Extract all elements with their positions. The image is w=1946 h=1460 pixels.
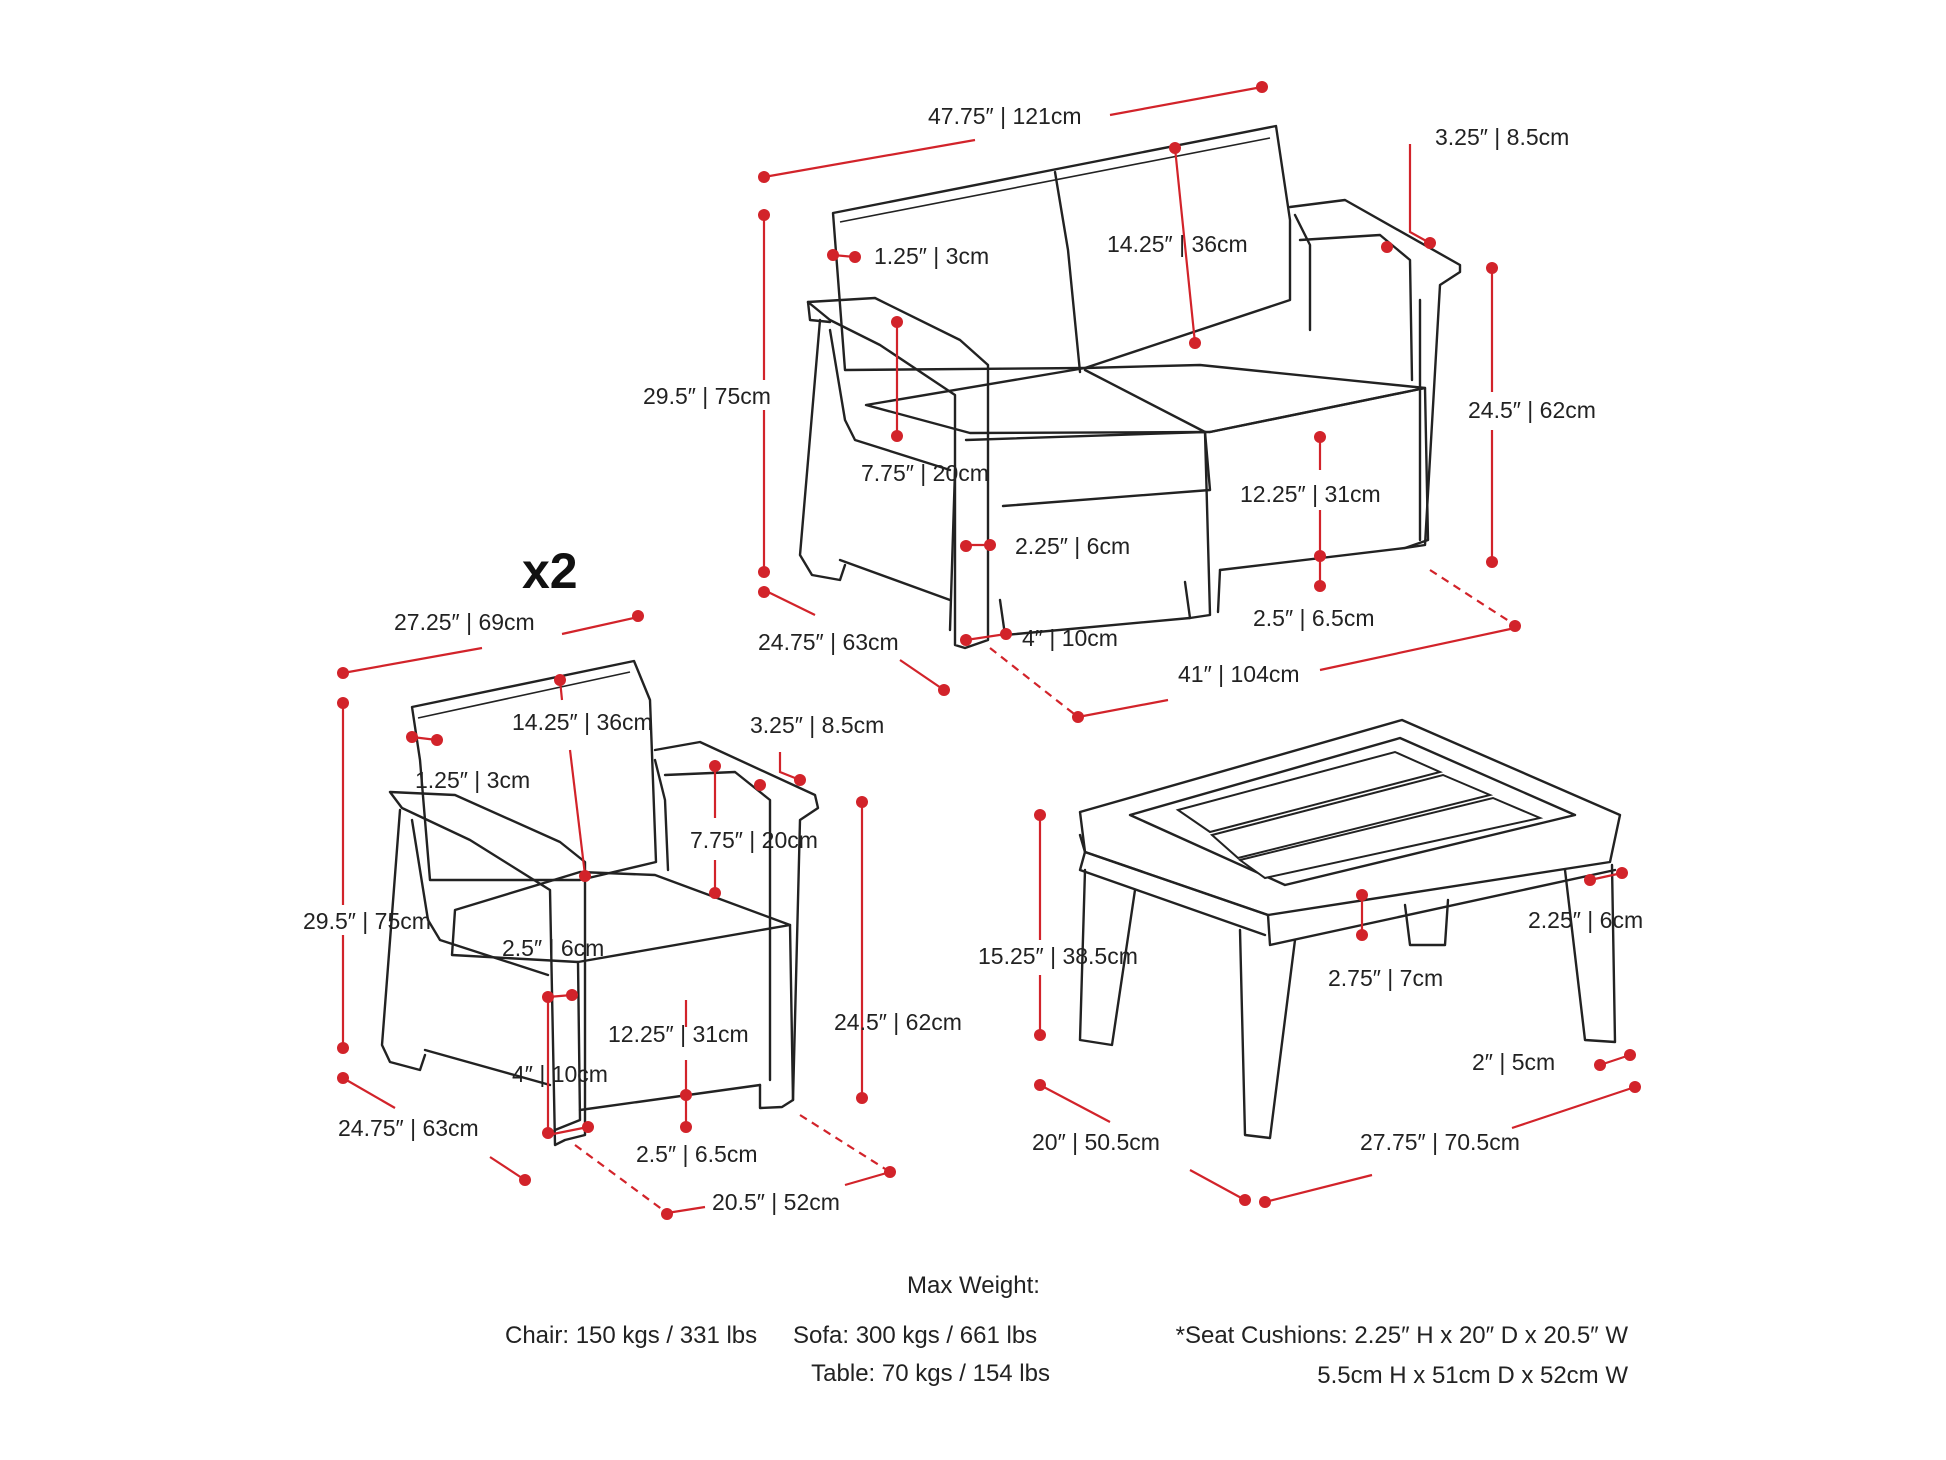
sofa-seat-height-label: 12.25″ | 31cm (1240, 481, 1381, 507)
chair-arm-height-label: 24.5″ | 62cm (834, 1009, 962, 1035)
chair-depth-label: 24.75″ | 63cm (338, 1115, 479, 1141)
chair-dimensions (337, 610, 896, 1220)
chair-leg-label: 4″ | 10cm (512, 1061, 608, 1087)
sofa-width-label: 47.75″ | 121cm (928, 103, 1082, 129)
chair-clearance-label: 2.5″ | 6.5cm (636, 1141, 758, 1167)
table-leg-thickness-label: 2.25″ | 6cm (1528, 907, 1643, 933)
table-depth-label: 20″ | 50.5cm (1032, 1129, 1160, 1155)
sofa-arm-width-label: 3.25″ | 8.5cm (1435, 124, 1569, 150)
sofa-arm-opening-label: 7.75″ | 20cm (861, 460, 989, 486)
table-apron-label: 2.75″ | 7cm (1328, 965, 1443, 991)
sofa-arm-height-label: 24.5″ | 62cm (1468, 397, 1596, 423)
sofa-frame-thickness-label: 2.25″ | 6cm (1015, 533, 1130, 559)
table-dimensions (1034, 809, 1641, 1208)
sofa-drawing (798, 124, 1462, 650)
sofa-dimensions (758, 81, 1521, 723)
chair-back-thickness-label: 1.25″ | 3cm (415, 767, 530, 793)
chair-back-height-label: 14.25″ | 36cm (512, 709, 653, 735)
table-leg-gap-label: 2″ | 5cm (1472, 1049, 1555, 1075)
chair-seat-width-label: 20.5″ | 52cm (712, 1189, 840, 1215)
chair-drawing (380, 659, 820, 1147)
table-drawing (1078, 718, 1622, 1140)
chair-weight: Chair: 150 kgs / 331 lbs (505, 1322, 758, 1349)
sofa-back-height-label: 14.25″ | 36cm (1107, 231, 1248, 257)
chair-arm-opening-label: 7.75″ | 20cm (690, 827, 818, 853)
cushion-dimensions-metric: 5.5cm H x 51cm D x 52cm W (1317, 1362, 1628, 1389)
cushion-dimensions-imperial: *Seat Cushions: 2.25″ H x 20″ D x 20.5″ … (1175, 1322, 1628, 1349)
sofa-clearance-label: 2.5″ | 6.5cm (1253, 605, 1375, 631)
multiplier-label: x2 (522, 543, 578, 599)
sofa-leg-label: 4″ | 10cm (1022, 625, 1118, 651)
table-width-label: 27.75″ | 70.5cm (1360, 1129, 1520, 1155)
chair-frame-thickness-label: 2.5″ | 6cm (502, 935, 604, 961)
chair-total-height-label: 29.5″ | 75cm (303, 908, 431, 934)
sofa-depth-label: 24.75″ | 63cm (758, 629, 899, 655)
sofa-weight: Sofa: 300 kgs / 661 lbs (793, 1322, 1038, 1349)
sofa-back-thickness-label: 1.25″ | 3cm (874, 243, 989, 269)
chair-seat-height-label: 12.25″ | 31cm (608, 1021, 749, 1047)
chair-width-label: 27.25″ | 69cm (394, 609, 535, 635)
max-weight-title: Max Weight: (907, 1272, 1040, 1299)
table-weight: Table: 70 kgs / 154 lbs (811, 1360, 1050, 1387)
sofa-seat-width-label: 41″ | 104cm (1178, 661, 1300, 687)
chair-arm-width-label: 3.25″ | 8.5cm (750, 712, 884, 738)
sofa-total-height-label: 29.5″ | 75cm (643, 383, 771, 409)
table-height-label: 15.25″ | 38.5cm (978, 943, 1138, 969)
